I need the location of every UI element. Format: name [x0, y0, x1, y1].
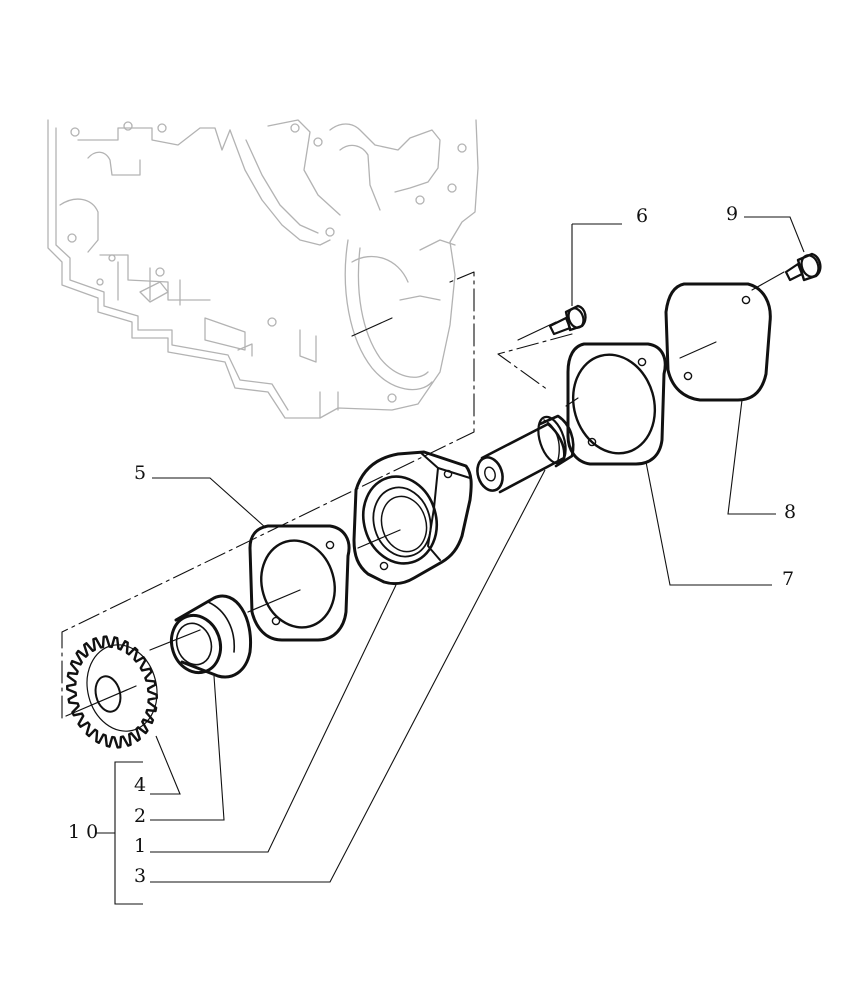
callout-4: 4	[134, 774, 146, 796]
gear-axis	[65, 685, 137, 717]
callout-2: 2	[134, 805, 146, 827]
screw-part-6	[548, 304, 587, 336]
cover-plate-part	[664, 282, 772, 402]
leader-1	[150, 584, 397, 853]
callout-7: 7	[782, 568, 794, 590]
assembly-axis	[61, 271, 785, 719]
gear-back-face	[86, 644, 158, 732]
callout-8: 8	[784, 501, 796, 523]
callout-3: 3	[134, 865, 146, 887]
callout-9: 9	[726, 203, 738, 225]
engine-housing	[47, 119, 479, 419]
callout-1: 1	[134, 835, 146, 857]
leader-8	[727, 399, 776, 515]
gear-teeth	[66, 635, 158, 749]
leader-3	[150, 469, 546, 883]
screw-part-9	[784, 252, 822, 282]
bushing-part	[149, 594, 253, 679]
leader-9	[744, 216, 805, 253]
callout-6: 6	[636, 205, 648, 227]
gasket-part	[247, 524, 351, 642]
gasket-part-right	[566, 342, 667, 466]
callout-10: 1 0	[68, 821, 98, 843]
leader-4	[150, 735, 181, 795]
callout-labels: 6 9 5 8 7 4 2 1 3 1 0	[68, 203, 796, 887]
leader-lines	[96, 216, 805, 905]
leader-7	[645, 461, 772, 586]
bearing-housing-part	[352, 450, 473, 586]
gear-hub	[94, 675, 122, 713]
gear-part	[65, 635, 158, 749]
leader-5	[152, 477, 267, 529]
callout-5: 5	[134, 462, 146, 484]
shaft-part	[476, 414, 575, 494]
leader-2	[150, 675, 225, 821]
